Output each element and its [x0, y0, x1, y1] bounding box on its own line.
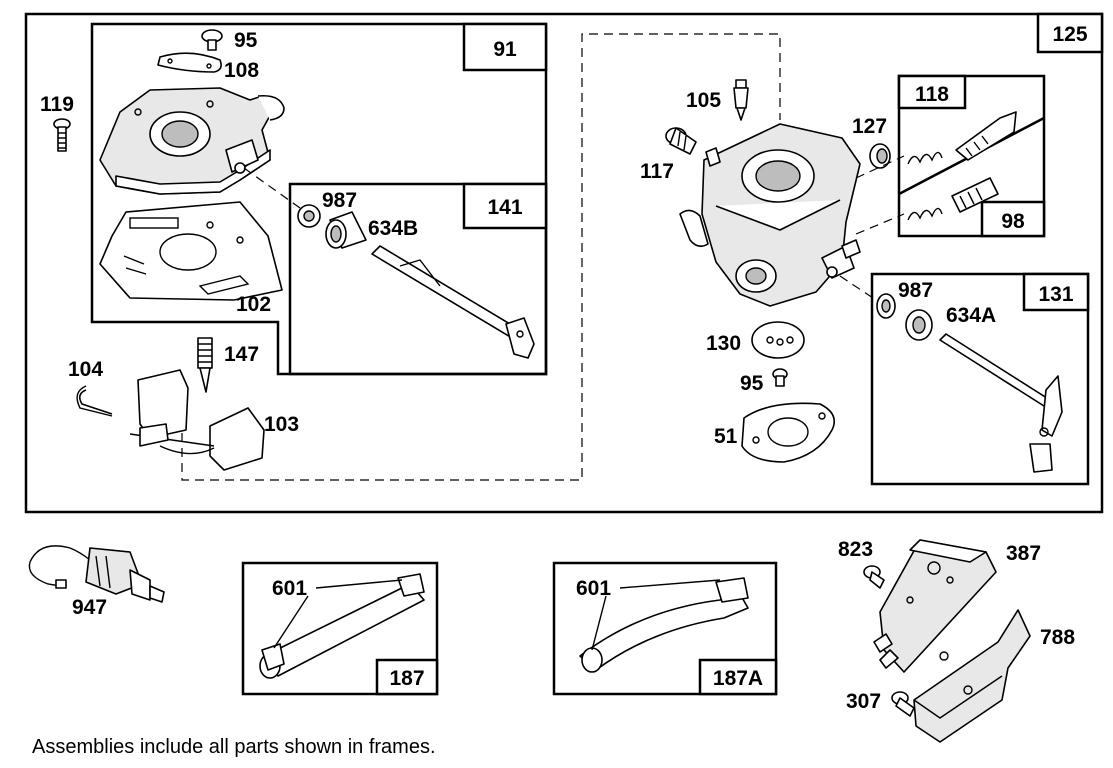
part-label-104: 104	[68, 358, 103, 381]
part-label-307: 307	[846, 690, 881, 713]
float-103-icon	[129, 369, 265, 471]
part-label-108: 108	[224, 59, 259, 82]
frame-187: 187	[241, 561, 439, 696]
gasket-108-icon	[157, 52, 222, 73]
fitting-117-icon	[665, 127, 697, 155]
part-label-987-left: 987	[322, 189, 357, 212]
inlet-needle-105-icon	[733, 79, 749, 121]
part-label-95-center: 95	[740, 372, 764, 395]
gasket-51-icon	[741, 402, 836, 463]
gasket-102-icon	[99, 201, 283, 301]
fuel-line-187-icon	[259, 573, 425, 679]
part-label-387: 387	[1006, 542, 1041, 565]
bushing-634b-icon	[325, 211, 367, 249]
frame-91: 91	[90, 22, 548, 376]
leader-601-b	[591, 579, 721, 651]
frame-label-98: 98	[1001, 210, 1025, 233]
part-label-823: 823	[838, 538, 873, 561]
part-label-601-left: 601	[272, 577, 307, 600]
screw-95-icon	[201, 29, 223, 51]
washer-987-left-icon	[297, 204, 321, 228]
choke-plate-130-icon	[751, 321, 805, 359]
mixture-screw-118-icon	[907, 111, 1017, 165]
frame-141: 141	[288, 182, 548, 376]
carburetor-body-icon	[679, 123, 861, 307]
bracket-788-icon	[913, 609, 1031, 743]
screw-95-center-icon	[772, 368, 788, 387]
part-label-103: 103	[264, 413, 299, 436]
screw-link-line-1	[855, 155, 905, 179]
fuel-line-187a-icon	[579, 577, 749, 673]
part-label-634a: 634A	[946, 304, 996, 327]
fuel-pump-387-icon	[873, 539, 997, 673]
solenoid-947-icon	[28, 545, 165, 603]
footnote: Assemblies include all parts shown in fr…	[32, 736, 436, 758]
frame-label-91: 91	[493, 38, 517, 61]
screw-823-icon	[863, 565, 885, 589]
ring-127-icon	[869, 143, 891, 169]
part-label-147: 147	[224, 343, 259, 366]
part-label-127: 127	[852, 115, 887, 138]
frame-label-187: 187	[389, 667, 424, 690]
frame-label-187a: 187A	[713, 667, 763, 690]
part-label-947: 947	[72, 596, 107, 619]
needle-147-icon	[197, 337, 213, 393]
idle-screw-98-icon	[907, 177, 999, 221]
frame-label-131: 131	[1038, 283, 1073, 306]
part-label-105: 105	[686, 89, 721, 112]
frame-118-98: 118 98	[897, 74, 1046, 238]
screw-307-icon	[891, 691, 915, 717]
frame-187a: 187A	[552, 561, 778, 696]
frame-131: 131	[870, 272, 1090, 486]
frame-label-125: 125	[1052, 23, 1087, 46]
washer-link-line	[243, 167, 301, 209]
part-label-117: 117	[640, 160, 674, 183]
choke-shaft-icon	[939, 333, 1063, 473]
carburetor-cover-icon	[99, 87, 285, 195]
part-label-102: 102	[236, 293, 271, 316]
assembly-link-line	[181, 33, 781, 481]
part-label-634b: 634B	[368, 217, 418, 240]
screw-119-icon	[53, 118, 71, 152]
frame-label-141: 141	[487, 196, 522, 219]
pin-104-icon	[76, 385, 113, 417]
screw-link-line-2	[855, 213, 905, 235]
seal-634a-icon	[905, 309, 933, 341]
part-label-788: 788	[1040, 626, 1075, 649]
part-label-601-right: 601	[576, 577, 611, 600]
part-label-95-top: 95	[234, 29, 258, 52]
leader-601-a	[273, 579, 403, 649]
part-label-51: 51	[714, 425, 738, 448]
choke-link-line	[839, 275, 877, 301]
frame-label-118: 118	[915, 83, 949, 106]
throttle-shaft-icon	[371, 245, 535, 359]
part-label-119: 119	[40, 93, 74, 116]
frame-125: 125	[24, 12, 1104, 514]
part-label-130: 130	[706, 332, 741, 355]
washer-987-right-icon	[876, 293, 896, 319]
part-label-987-right: 987	[898, 279, 933, 302]
